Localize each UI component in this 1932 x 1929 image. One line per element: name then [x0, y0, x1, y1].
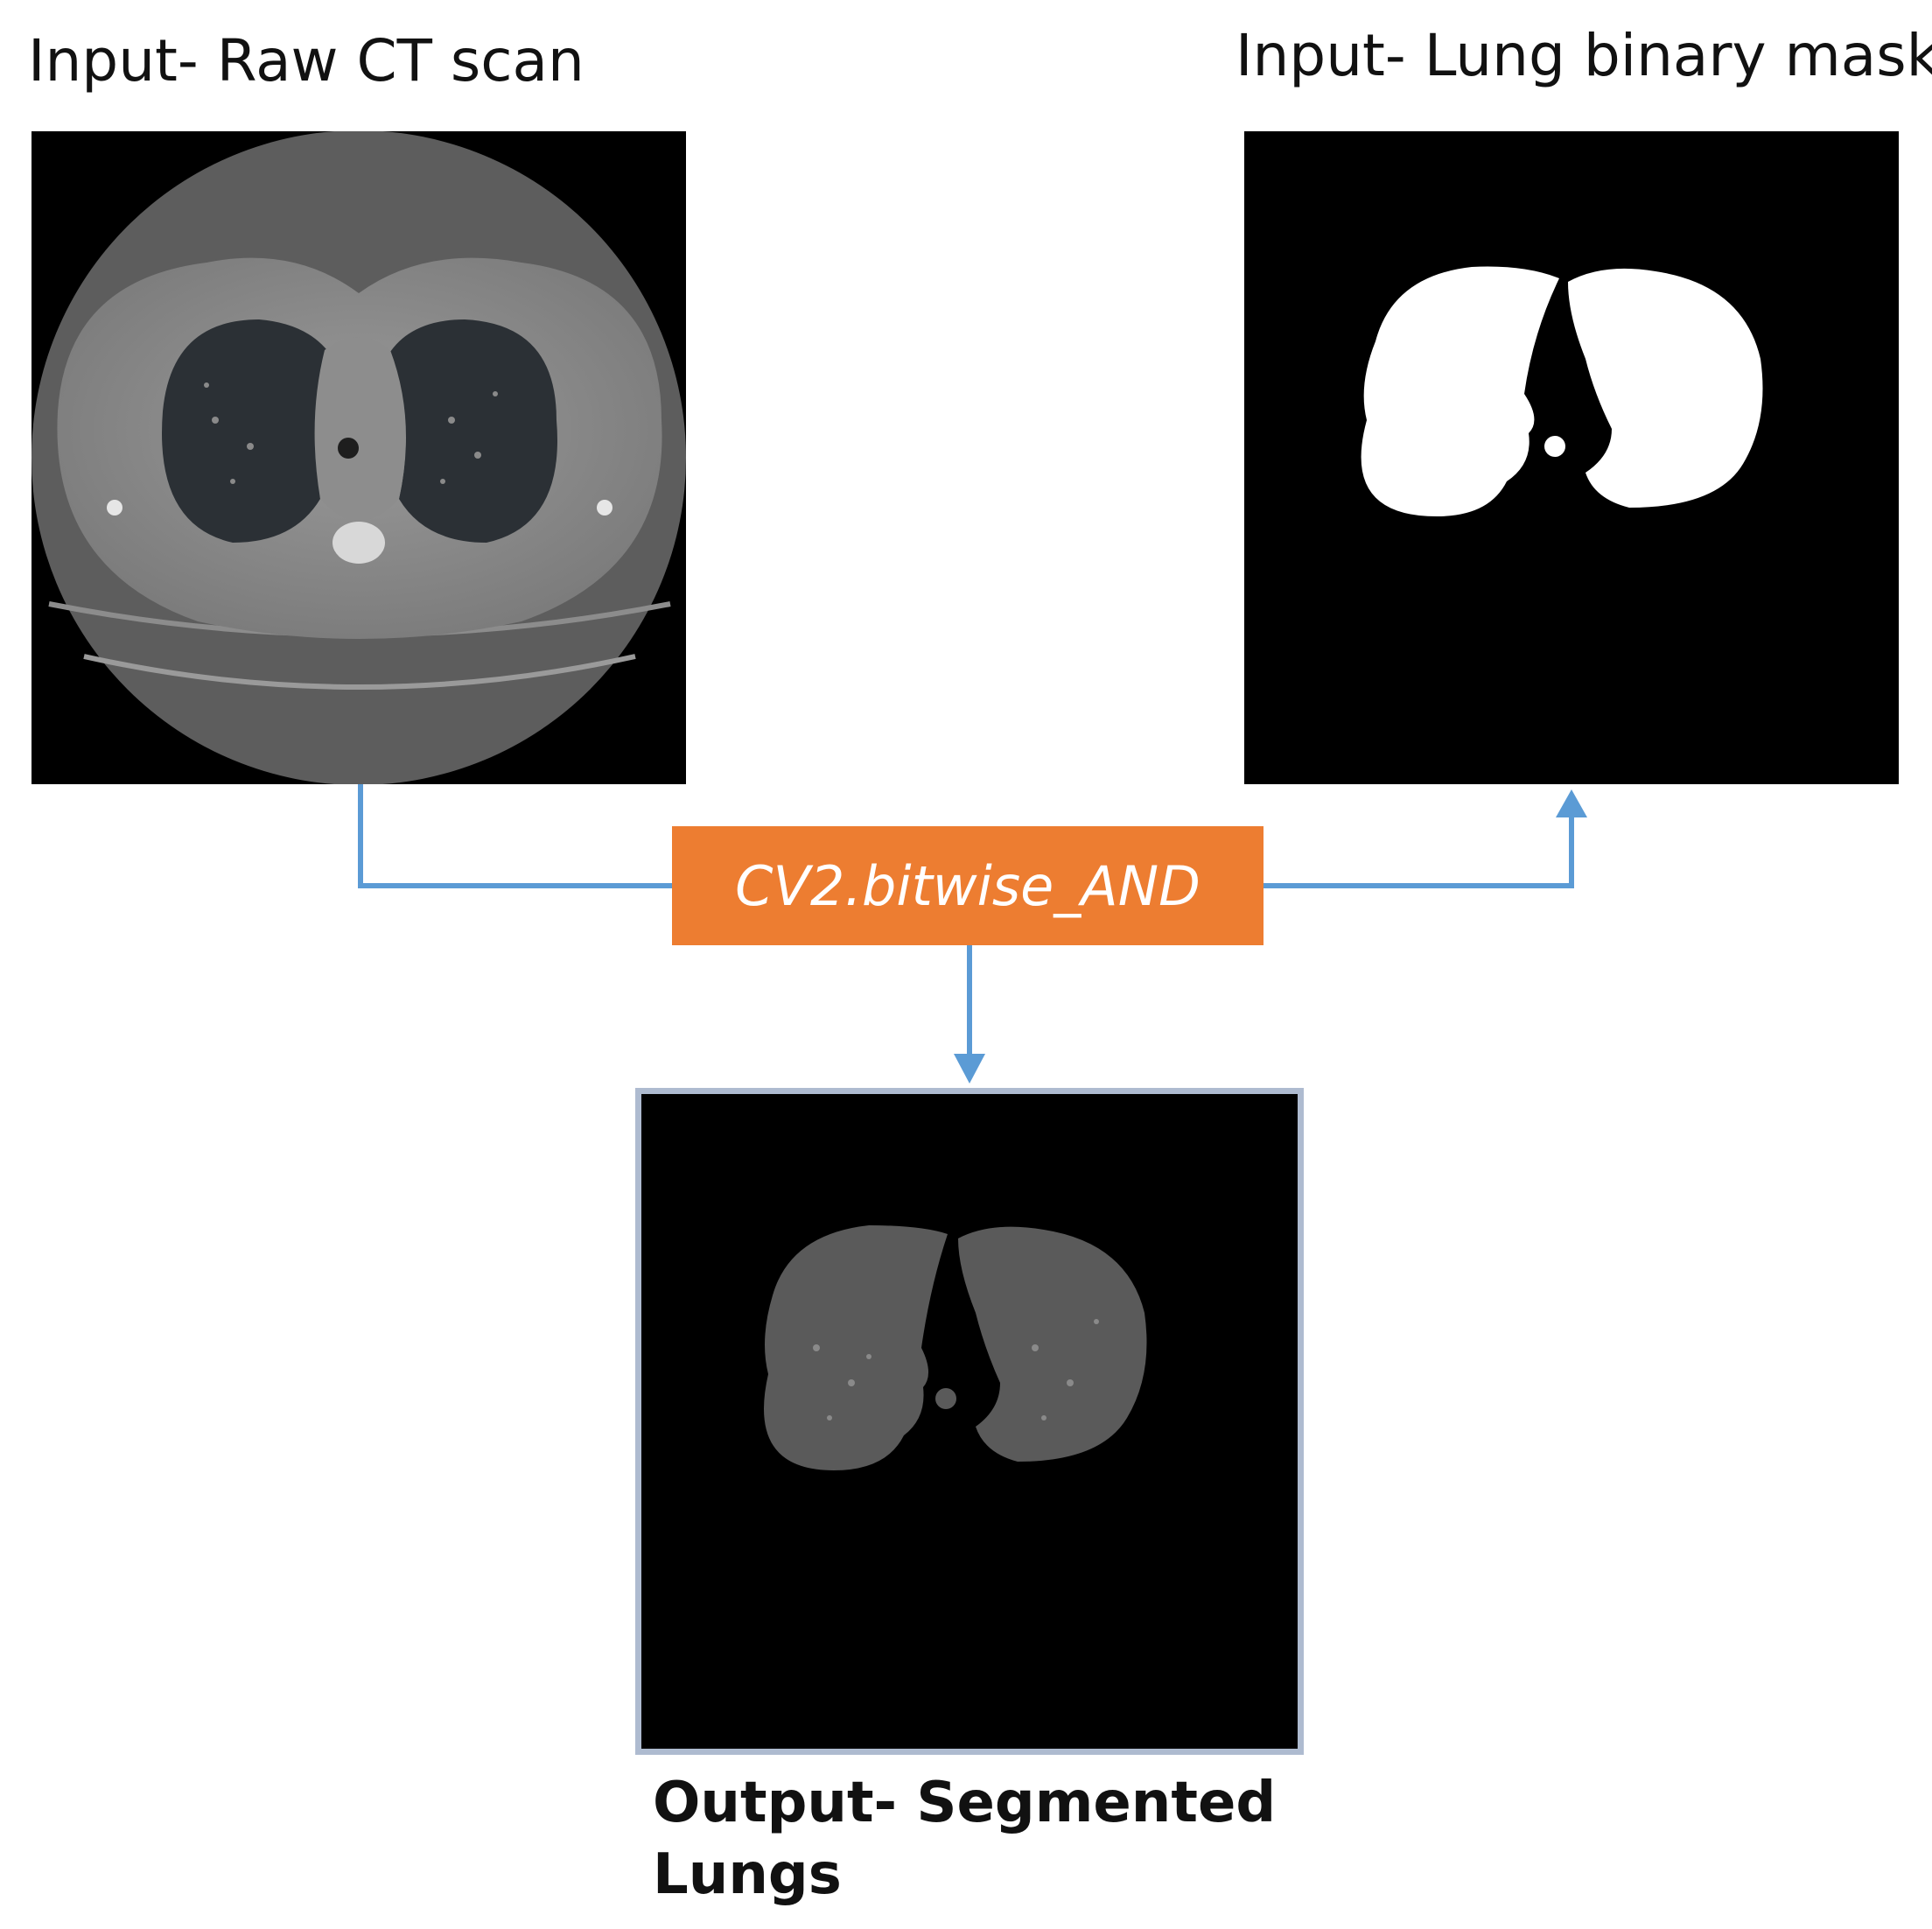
bitwise-and-operation: CV2.bitwise_AND — [672, 826, 1264, 945]
output-arrowhead — [954, 1054, 985, 1084]
ct-input-label: Input- Raw CT scan — [28, 27, 584, 95]
raw-ct-scan-image — [32, 131, 686, 784]
segmented-lungs-image — [635, 1088, 1304, 1755]
mask-input-label: Input- Lung binary mask — [1236, 22, 1932, 89]
ct-to-operation-connector — [358, 784, 672, 888]
output-label: Output- Segmented Lungs — [653, 1771, 1277, 1907]
operation-to-mask-connector — [1264, 814, 1574, 888]
mask-arrowhead — [1556, 789, 1587, 817]
lung-binary-mask-image — [1244, 131, 1899, 784]
